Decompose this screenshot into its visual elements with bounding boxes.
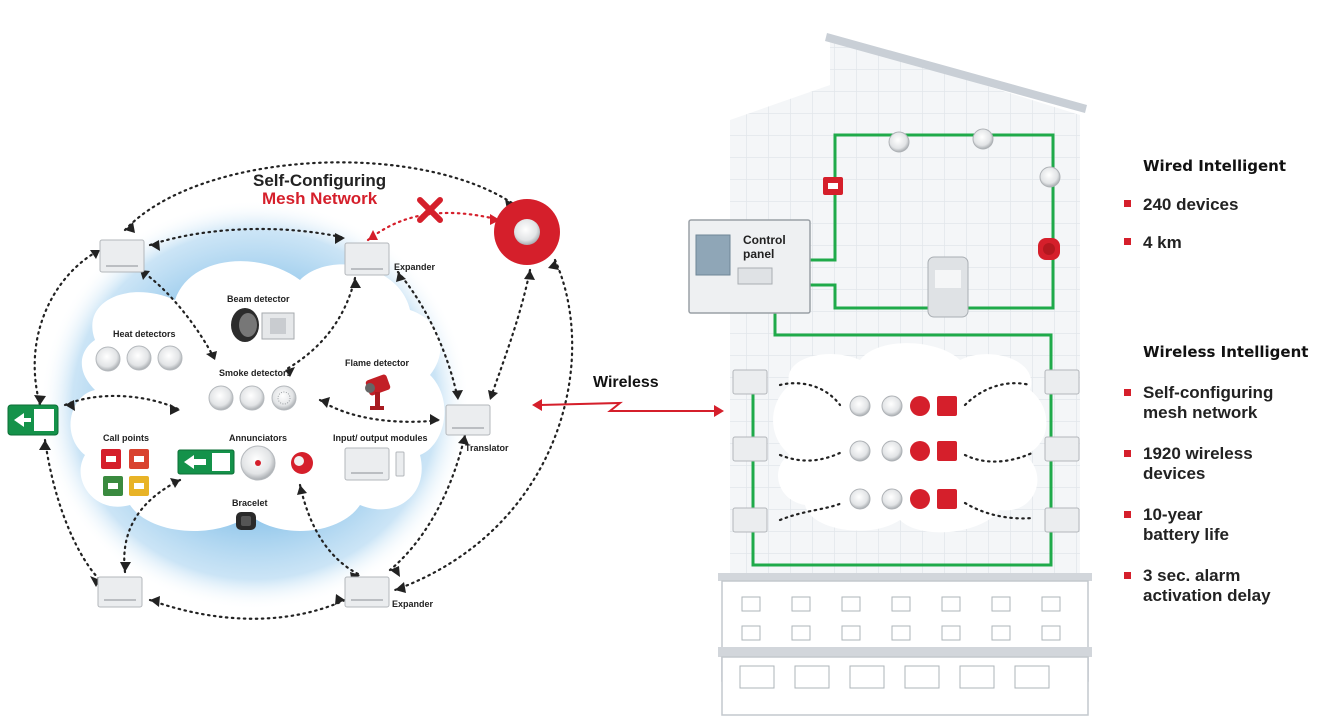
io-modules-label: Input/ output modules <box>333 433 428 443</box>
arc-box-smoke <box>138 268 217 362</box>
translator-label: Translator <box>465 443 509 453</box>
expander-top-label: Expander <box>394 262 436 272</box>
floor-module-right-3-icon <box>1044 507 1080 533</box>
annunciator-sounder-icon <box>291 452 313 474</box>
arc-smoke-io <box>318 398 442 423</box>
arc-top <box>123 161 517 232</box>
flame-detector-label: Flame detector <box>345 358 410 368</box>
flame-detector-icon <box>365 374 391 410</box>
translator-icon <box>445 404 491 436</box>
arc-bulb-expander <box>298 483 362 577</box>
floor-module-right-2-icon <box>1044 436 1080 462</box>
floor-module-left-2-icon <box>732 436 768 462</box>
bullet-icon <box>1124 200 1131 207</box>
wired-heading: Wired Intelligent <box>1143 157 1287 175</box>
arc-expander-translator <box>396 270 460 402</box>
wireless-item-1: Self-configuring mesh network <box>1143 383 1274 422</box>
smoke-detectors-icon <box>208 385 297 411</box>
wireless-cloud <box>773 343 1047 533</box>
call-points-icon <box>101 449 149 496</box>
red-sounder-icon <box>494 199 560 265</box>
wireless-item-4: 3 sec. alarm activation delay <box>1143 566 1271 605</box>
bracelet-label: Bracelet <box>232 498 268 508</box>
arc-exit-heat <box>63 394 182 412</box>
arc-left-top <box>33 248 102 407</box>
diagram-title-line1: Self-Configuring <box>253 171 387 190</box>
bracelet-icon <box>236 512 256 530</box>
bullet-icon <box>1124 450 1131 457</box>
smoke-detectors-label: Smoke detectors <box>219 368 292 378</box>
wireless-label: Wireless <box>593 374 659 391</box>
exit-sign-icon <box>7 404 59 436</box>
beam-detector-label: Beam detector <box>227 294 290 304</box>
wired-smoke-detector-3-icon <box>1039 166 1061 188</box>
floor-module-left-1-icon <box>732 369 768 395</box>
wireless-devices-row-1 <box>849 395 957 417</box>
annunciators-label: Annunciators <box>229 433 288 443</box>
wired-sounder-icon <box>1038 238 1060 260</box>
wired-call-point-icon <box>823 177 843 195</box>
annunciator-exit-sign-icon <box>177 449 235 475</box>
wireless-item-2: 1920 wireless devices <box>1143 444 1253 483</box>
arc-right <box>393 258 574 592</box>
expander-bottom-icon <box>344 576 390 608</box>
arc-left-bottom <box>43 438 102 582</box>
expander-bottom-label: Expander <box>392 599 434 609</box>
floor-module-left-3-icon <box>732 507 768 533</box>
expander-top-icon <box>344 242 390 276</box>
broken-link-x-icon <box>417 197 443 223</box>
arc-topbox-expander <box>148 227 347 247</box>
wireless-link <box>532 399 724 417</box>
control-panel-label: Control panel <box>743 233 786 261</box>
annunciator-beacon-icon <box>240 445 276 481</box>
wireless-devices-row-3 <box>849 488 957 510</box>
mesh-network-diagram <box>7 161 574 620</box>
building-windows <box>739 596 1061 689</box>
bottom-module-icon <box>97 576 143 608</box>
diagram-title-line2: Mesh Network <box>262 189 378 208</box>
wired-module-icon <box>927 256 969 318</box>
io-module-icon <box>344 447 405 481</box>
arc-expander-smoke <box>283 276 357 372</box>
building-diagram <box>688 33 1092 716</box>
floor-module-right-1-icon <box>1044 369 1080 395</box>
wired-loop <box>810 133 1055 310</box>
wired-item-2: 4 km <box>1143 233 1182 252</box>
wired-item-1: 240 devices <box>1143 195 1239 214</box>
call-points-label: Call points <box>103 433 150 443</box>
bullet-icon <box>1124 511 1131 518</box>
heat-detectors-label: Heat detectors <box>113 329 176 339</box>
wired-smoke-detector-1-icon <box>888 131 910 153</box>
bullet-icon <box>1124 572 1131 579</box>
control-panel-icon <box>688 219 811 314</box>
wired-smoke-detector-2-icon <box>972 128 994 150</box>
bullet-icon <box>1124 238 1131 245</box>
arc-bottom-annunciator <box>123 478 182 574</box>
beam-detector-icon <box>231 308 295 342</box>
arc-siren-translator <box>488 268 532 402</box>
wireless-module-icon <box>99 239 145 273</box>
heat-detectors-icon <box>95 345 183 372</box>
bullet-icon <box>1124 389 1131 396</box>
wireless-devices-row-2 <box>849 440 957 462</box>
wireless-heading: Wireless Intelligent <box>1143 343 1309 361</box>
wireless-item-3: 10-year battery life <box>1143 505 1229 544</box>
